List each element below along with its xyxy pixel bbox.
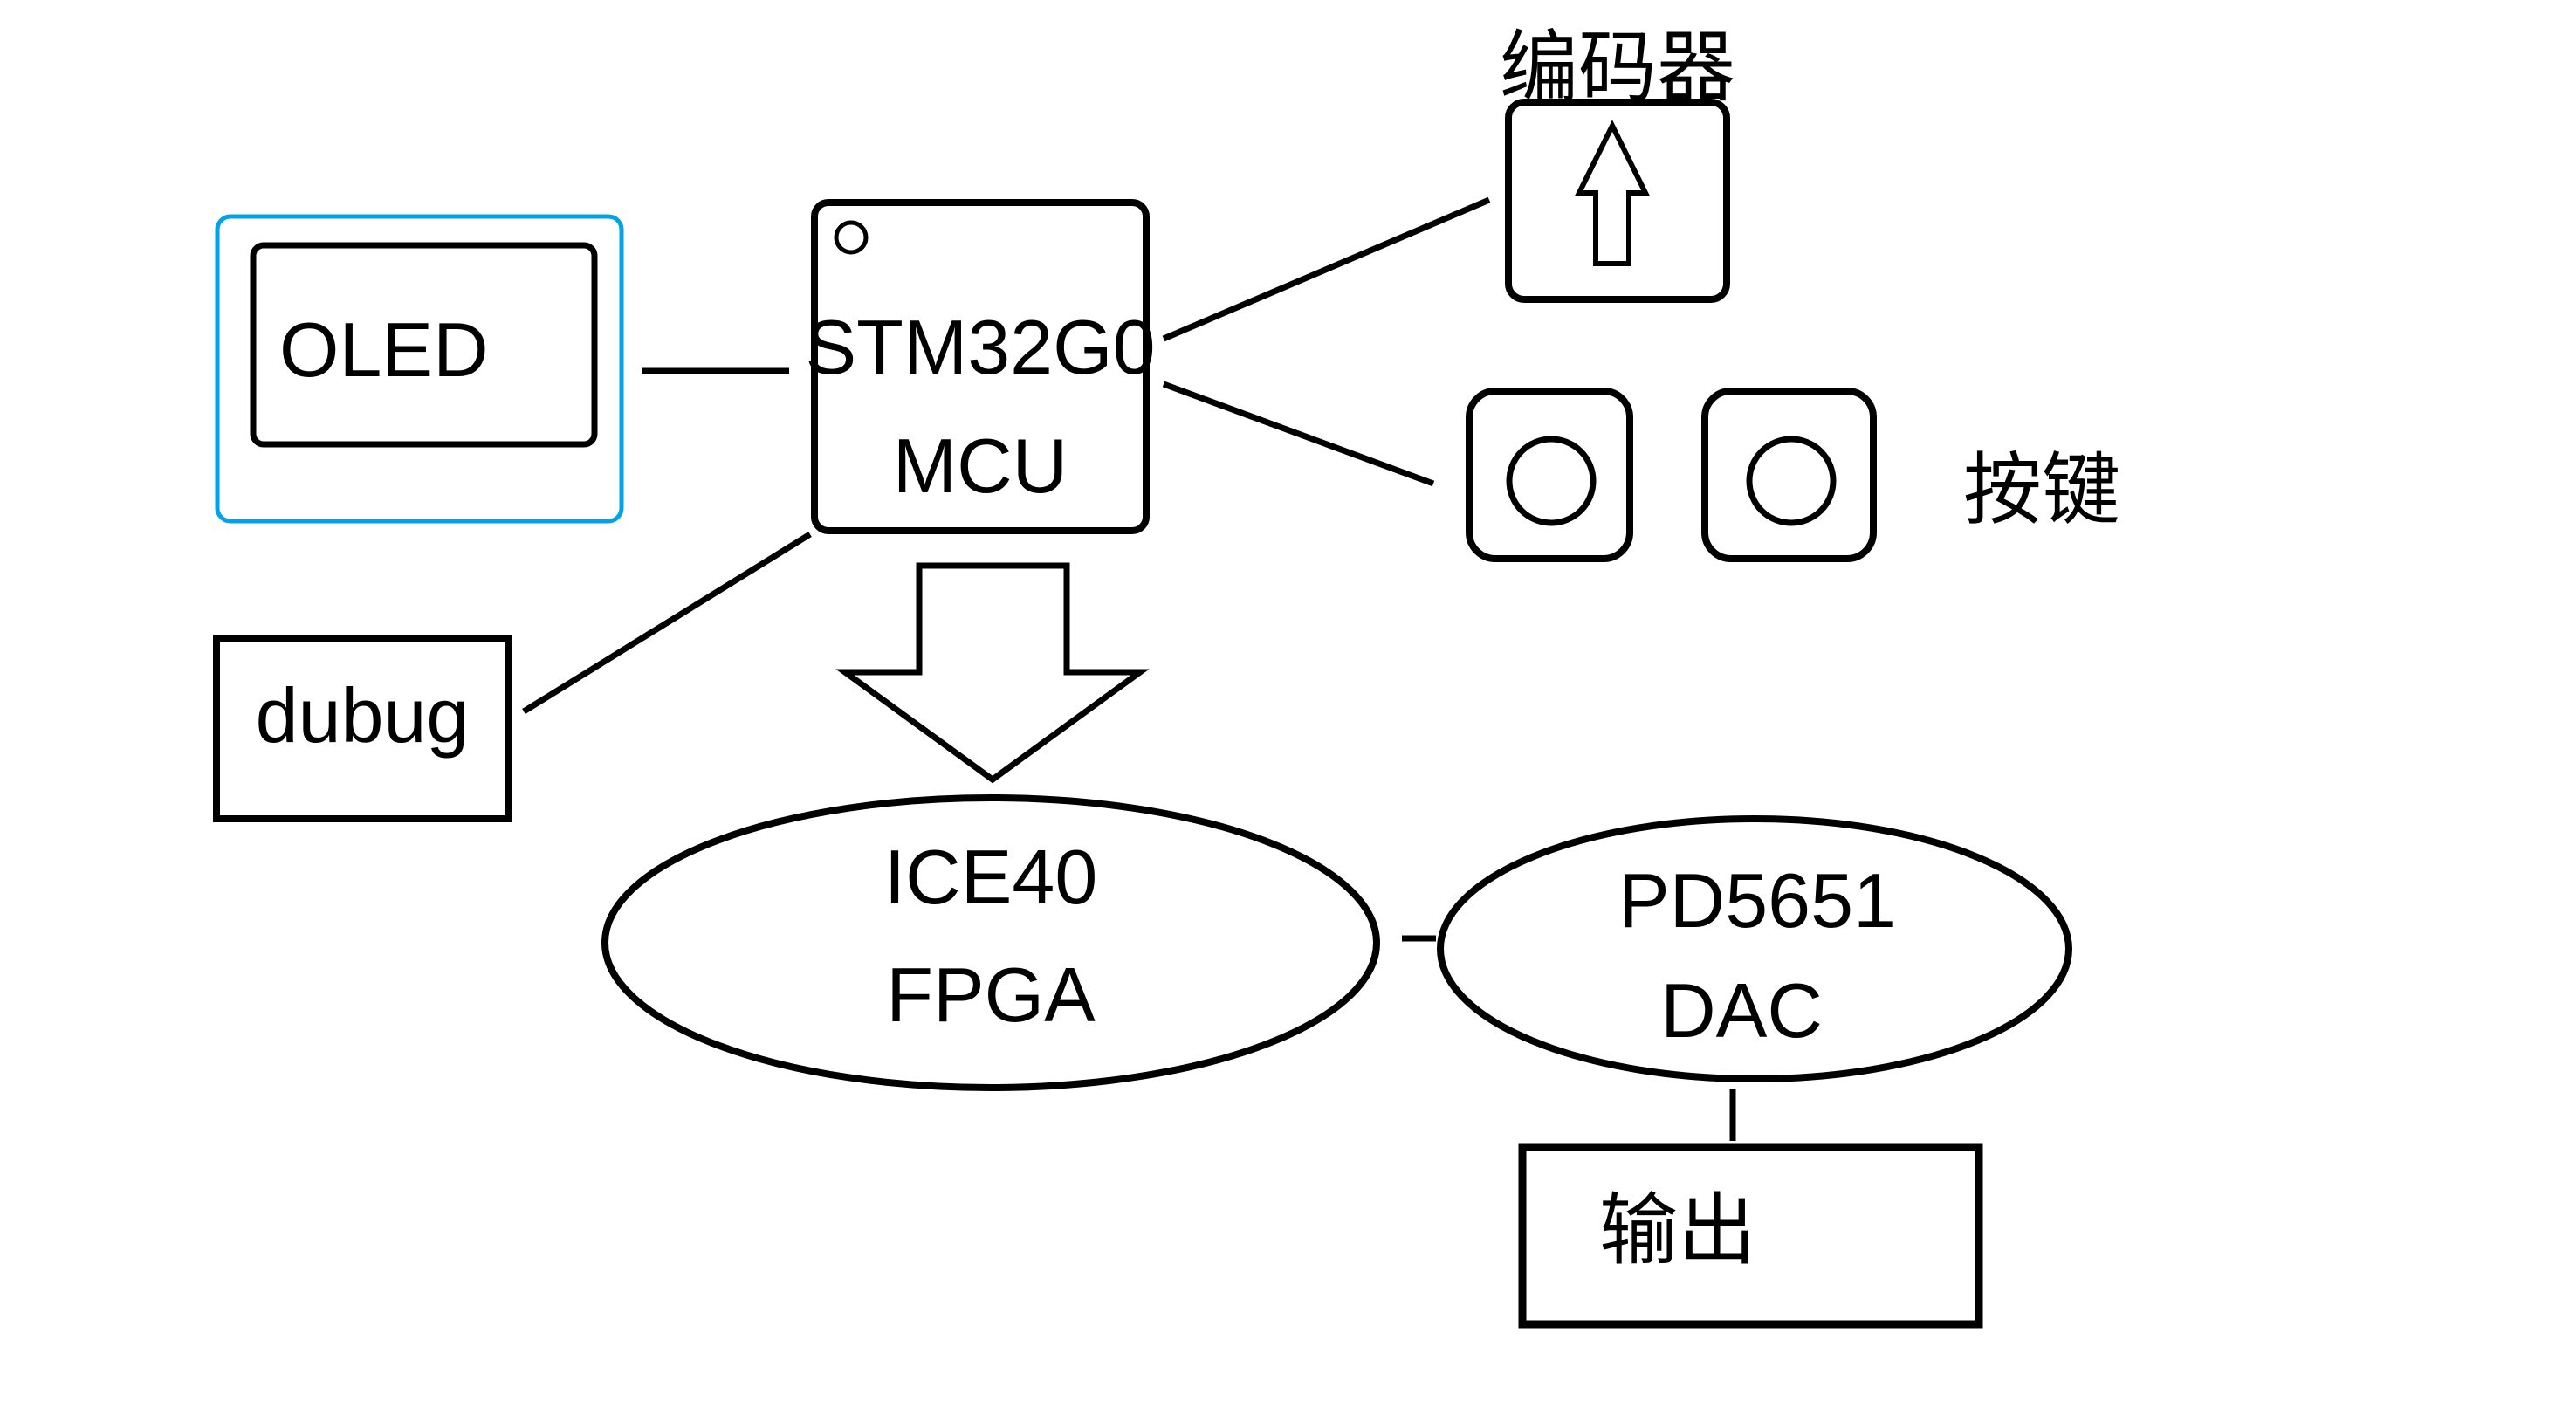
mcu-box bbox=[811, 199, 1150, 534]
up-arrow-icon bbox=[1575, 120, 1650, 266]
block-arrow-down-icon bbox=[835, 562, 1150, 784]
oled-highlight-box bbox=[215, 214, 624, 524]
button-cap-circle-icon bbox=[1506, 436, 1597, 526]
fpga-ellipse bbox=[601, 794, 1380, 1091]
connector-mcu-encoder bbox=[1162, 196, 1491, 342]
output-box bbox=[1518, 1143, 1983, 1329]
fpga-node: ICE40 FPGA bbox=[601, 794, 1380, 1091]
dac-label-line1: PD5651 bbox=[1618, 857, 1896, 944]
output-node: 输出 bbox=[1518, 1143, 1983, 1329]
output-label: 输出 bbox=[1599, 1187, 1756, 1274]
oled-box bbox=[250, 242, 598, 448]
debug-label: dubug bbox=[256, 672, 470, 759]
mcu-label-line1: STM32G0 bbox=[805, 304, 1155, 390]
connector-debug-mcu bbox=[522, 532, 812, 714]
dac-label-line2: DAC bbox=[1660, 967, 1823, 1054]
oled-node: OLED bbox=[215, 214, 624, 524]
mcu-label-line2: MCU bbox=[893, 422, 1068, 509]
dac-node: PD5651 DAC bbox=[1437, 815, 2072, 1082]
button2-node bbox=[1701, 388, 1877, 562]
encoder-label: 编码器 bbox=[1500, 24, 1735, 112]
oled-label: OLED bbox=[279, 306, 489, 393]
button1-box bbox=[1466, 388, 1633, 562]
encoder-box bbox=[1505, 99, 1730, 303]
debug-node: dubug bbox=[213, 635, 512, 822]
fpga-label-line2: FPGA bbox=[886, 951, 1096, 1038]
mcu-node: STM32G0 MCU bbox=[805, 199, 1156, 534]
fpga-label-line1: ICE40 bbox=[884, 834, 1098, 920]
encoder-node: 编码器 bbox=[1500, 24, 1735, 303]
button1-node bbox=[1466, 388, 1633, 562]
dac-ellipse bbox=[1437, 815, 2072, 1082]
pin1-dot-icon bbox=[834, 220, 869, 255]
buttons-label: 按键 bbox=[1963, 447, 2120, 534]
debug-box bbox=[213, 635, 512, 822]
button2-box bbox=[1701, 388, 1877, 562]
connector-mcu-buttons bbox=[1162, 381, 1435, 487]
button-cap-circle-icon bbox=[1746, 436, 1837, 526]
